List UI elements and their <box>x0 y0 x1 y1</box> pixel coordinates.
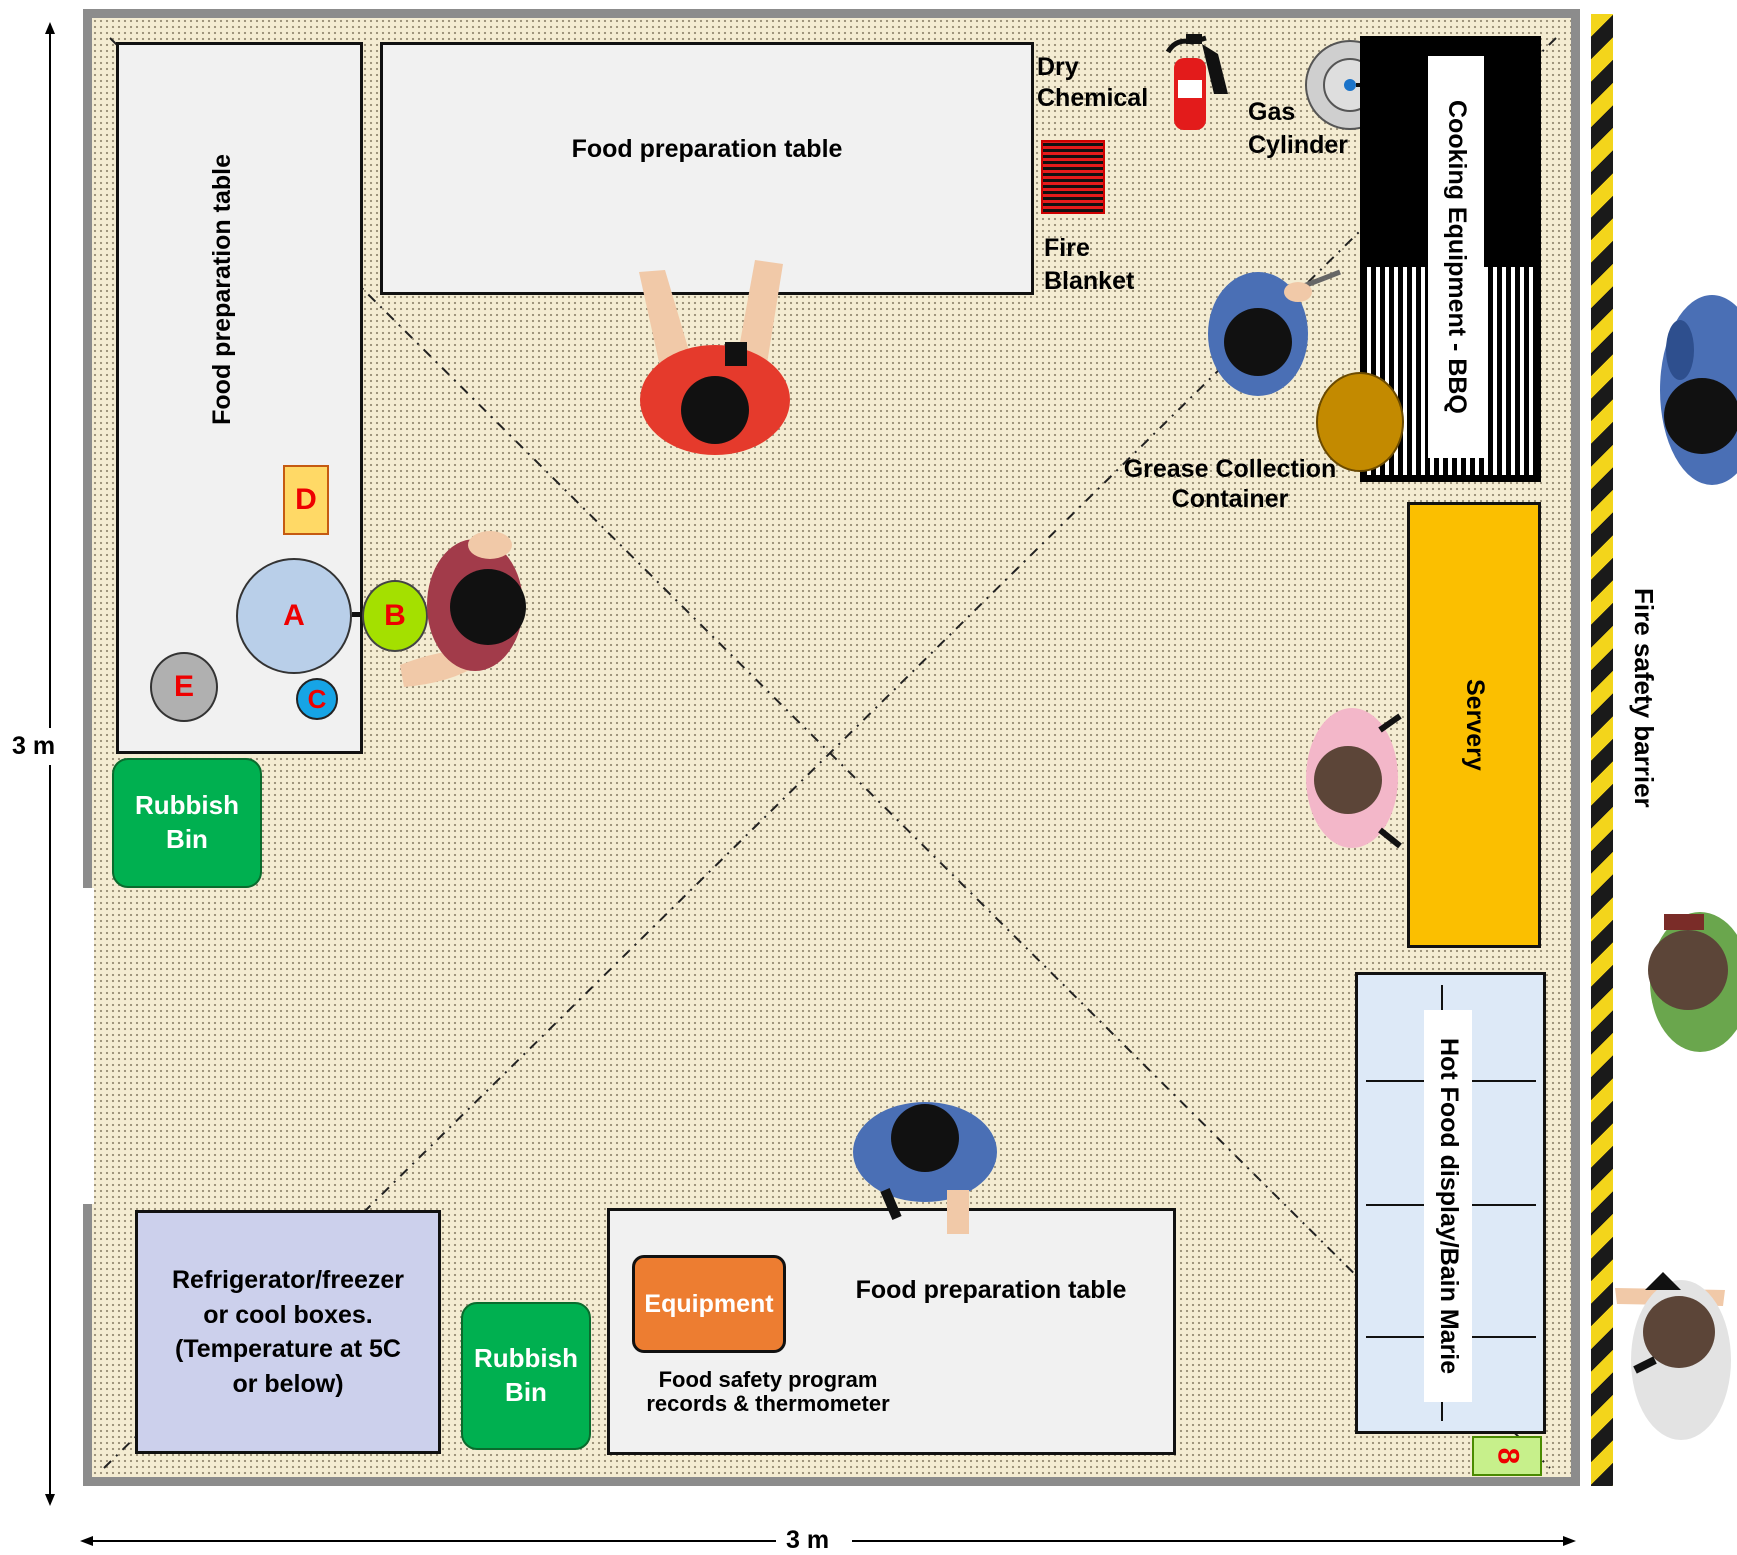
person-maroon-shirt <box>400 531 526 687</box>
customer-grey <box>1615 1272 1731 1440</box>
person-red-shirt <box>639 260 790 455</box>
fire-safety-barrier <box>1591 14 1613 1486</box>
hot-food-display-label-box: Hot Food display/Bain Marie <box>1424 1010 1472 1402</box>
hot-food-display-label: Hot Food display/Bain Marie <box>1434 1037 1463 1375</box>
marker-e: E <box>150 652 218 722</box>
fire-extinguisher-icon <box>1165 34 1228 130</box>
cooking-equipment-bbq-label-box: Cooking Equipment - BBQ <box>1428 56 1484 458</box>
grease-collection-container <box>1316 372 1404 472</box>
servery-label: Servery <box>1460 679 1489 771</box>
person-pink-shirt <box>1306 708 1402 849</box>
person-blue-shirt-bbq <box>1208 269 1341 396</box>
marker-b: B <box>362 580 428 652</box>
marker-a: A <box>236 558 352 674</box>
fire-safety-barrier-label: Fire safety barrier <box>1629 588 1659 808</box>
hand-wash-marker: 8 <box>1472 1436 1542 1476</box>
marker-a-handle <box>352 612 366 617</box>
cooking-equipment-bbq-label: Cooking Equipment - BBQ <box>1442 100 1471 414</box>
food-prep-table-left-label: Food preparation table <box>208 154 236 425</box>
equipment-box: Equipment <box>632 1255 786 1353</box>
marker-c: C <box>296 678 338 720</box>
food-prep-table-top <box>380 42 1034 295</box>
person-blue-shirt-bottom <box>853 1102 997 1234</box>
customer-green <box>1648 912 1737 1052</box>
fire-blanket-icon <box>1041 140 1105 214</box>
servery: Servery <box>1407 502 1541 948</box>
marker-d: D <box>283 465 329 535</box>
width-label: 3 m <box>786 1526 830 1554</box>
customer-blue <box>1660 295 1737 485</box>
food-prep-table-top-label: Food preparation table <box>571 135 843 163</box>
doorway <box>82 888 94 1204</box>
height-label: 3 m <box>10 728 58 765</box>
food-prep-table-bottom-label: Food preparation table <box>855 1276 1127 1304</box>
